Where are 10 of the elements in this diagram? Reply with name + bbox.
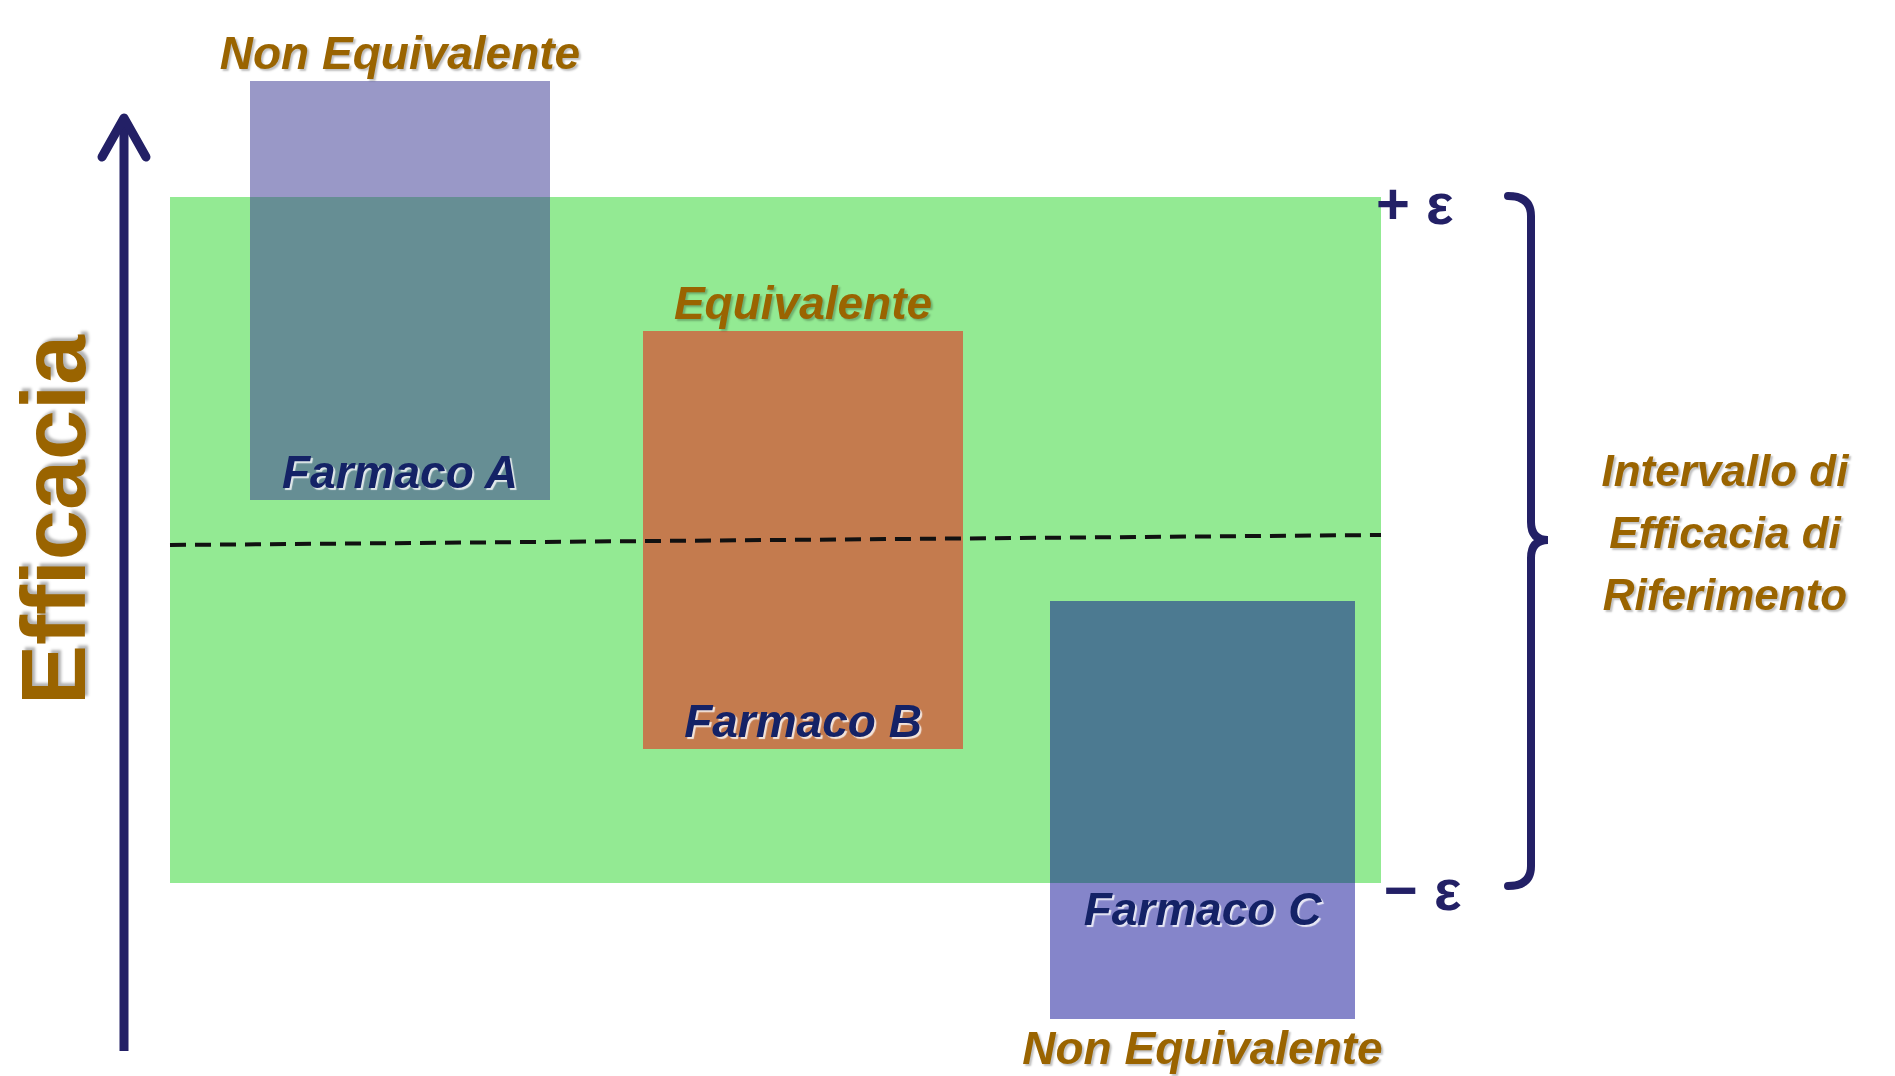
epsilon-label: − ε <box>1384 858 1462 922</box>
epsilon-label: + ε <box>1376 172 1454 236</box>
axis-label: Efficacia <box>4 333 104 708</box>
verdict-label: Non Equivalente <box>1022 1023 1383 1074</box>
interval-label: Intervallo di Efficacia di Riferimento <box>1600 445 1850 621</box>
drug-label: Farmaco C <box>1083 884 1322 935</box>
verdict-label: Equivalente <box>673 278 933 329</box>
drug-label: Farmaco B <box>684 696 922 747</box>
verdict-label: Non Equivalente <box>219 28 581 79</box>
drug-label: Farmaco A <box>282 447 518 498</box>
